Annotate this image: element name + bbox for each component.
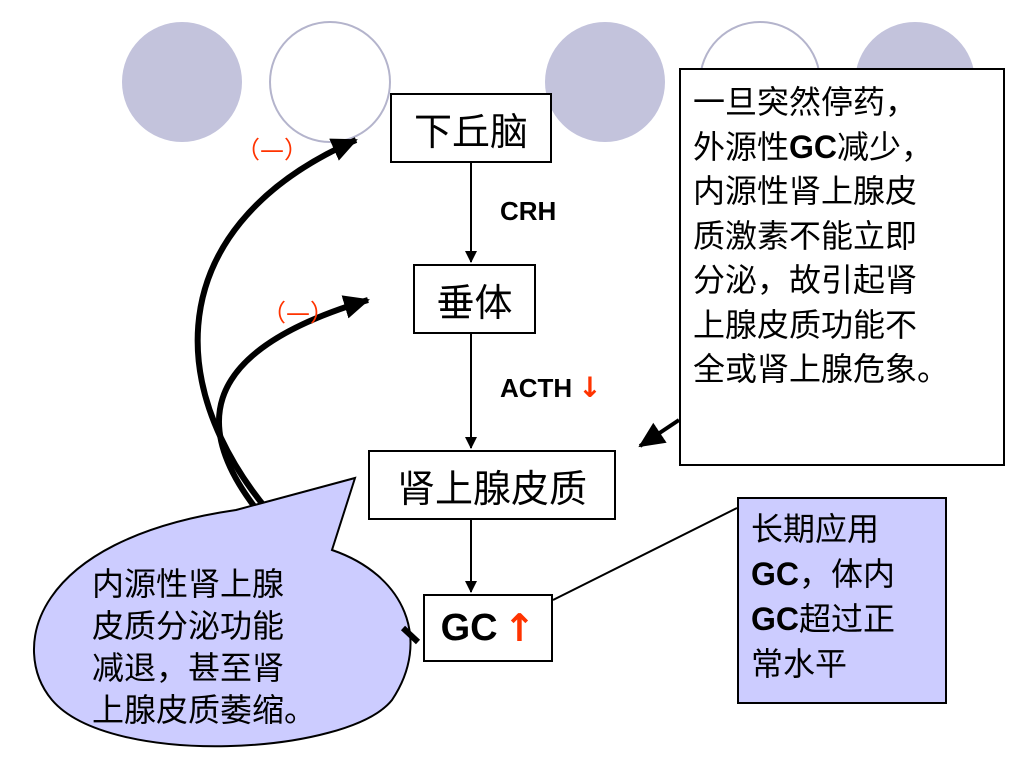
note-text: 长期应用 <box>751 510 880 548</box>
connector-longterm-to-gc <box>552 507 738 601</box>
note-text: 内源性肾上腺皮 <box>693 172 918 210</box>
withdrawal-note-line: 上腺皮质功能不 <box>693 303 995 348</box>
decor-circle <box>122 22 242 142</box>
up-arrow-icon: ↑ <box>503 606 536 650</box>
note-text: 全或肾上腺危象。 <box>693 350 950 388</box>
gc-label: GC <box>440 606 498 649</box>
note-text: 常水平 <box>751 645 848 683</box>
negative-feedback-mark: （—） <box>236 136 308 164</box>
bubble-to-gc-tick <box>400 625 421 645</box>
decor-circle <box>545 22 665 142</box>
feedback-arrow-to-pituitary <box>216 295 370 548</box>
note-text: 分泌，故引起肾 <box>693 261 918 299</box>
withdrawal-note-line: 内源性肾上腺皮 <box>693 169 995 214</box>
pituitary-label: 垂体 <box>436 280 513 325</box>
note-text: 质激素不能立即 <box>693 216 918 255</box>
atrophy-line: 上腺皮质萎缩。 <box>92 691 317 729</box>
down-arrow-icon: ↓ <box>578 371 602 404</box>
note-text: 超过正 <box>799 600 896 638</box>
long-term-note-line: GC，体内 <box>751 552 945 597</box>
withdrawal-note-line: 外源性GC减少， <box>693 125 995 170</box>
hypothalamus-node: 下丘脑 <box>390 93 552 163</box>
acth-label-group: ACTH↓ <box>500 371 602 404</box>
feedback-arrow-to-hypothalamus <box>194 137 358 548</box>
withdrawal-note-line: 质激素不能立即 <box>693 214 995 259</box>
atrophy-callout-bubble <box>33 476 412 748</box>
atrophy-line: 内源性肾上腺 <box>92 565 285 603</box>
note-text: 一旦突然停药， <box>693 83 918 121</box>
atrophy-line: 皮质分泌功能 <box>92 607 285 645</box>
long-term-gc-box: 长期应用 GC，体内 GC超过正 常水平 <box>737 497 947 704</box>
withdrawal-note-line: 一旦突然停药， <box>693 80 995 125</box>
adrenal-cortex-label: 肾上腺皮质 <box>396 466 587 511</box>
hypothalamus-label: 下丘脑 <box>413 109 528 154</box>
long-term-note-line: 常水平 <box>751 642 945 687</box>
long-term-note-line: 长期应用 <box>751 507 945 552</box>
decor-circle <box>269 21 391 143</box>
note-text-bold: GC <box>751 556 799 592</box>
note-text: ，体内 <box>799 555 896 593</box>
crh-label: CRH <box>500 196 557 226</box>
withdrawal-note-line: 全或肾上腺危象。 <box>693 347 995 392</box>
atrophy-callout-text: 内源性肾上腺 皮质分泌功能 减退，甚至肾 上腺皮质萎缩。 <box>92 563 352 731</box>
gc-node: GC ↑ <box>423 594 553 662</box>
note-text: 外源性 <box>693 127 790 166</box>
atrophy-line: 减退，甚至肾 <box>92 649 285 687</box>
pituitary-node: 垂体 <box>413 264 536 334</box>
note-text: 上腺皮质功能不 <box>693 305 918 344</box>
arrow-note-to-adrenal <box>638 418 681 448</box>
adrenal-cortex-node: 肾上腺皮质 <box>368 450 616 520</box>
long-term-note-line: GC超过正 <box>751 597 945 642</box>
acth-label: ACTH <box>500 373 573 403</box>
note-text-bold: GC <box>751 601 799 637</box>
note-text-bold: GC <box>789 128 838 165</box>
negative-feedback-mark: （—） <box>262 299 334 327</box>
note-text: 减少， <box>837 127 934 166</box>
withdrawal-note-box: 一旦突然停药， 外源性GC减少， 内源性肾上腺皮 质激素不能立即 分泌，故引起肾… <box>679 68 1005 466</box>
withdrawal-note-line: 分泌，故引起肾 <box>693 258 995 303</box>
